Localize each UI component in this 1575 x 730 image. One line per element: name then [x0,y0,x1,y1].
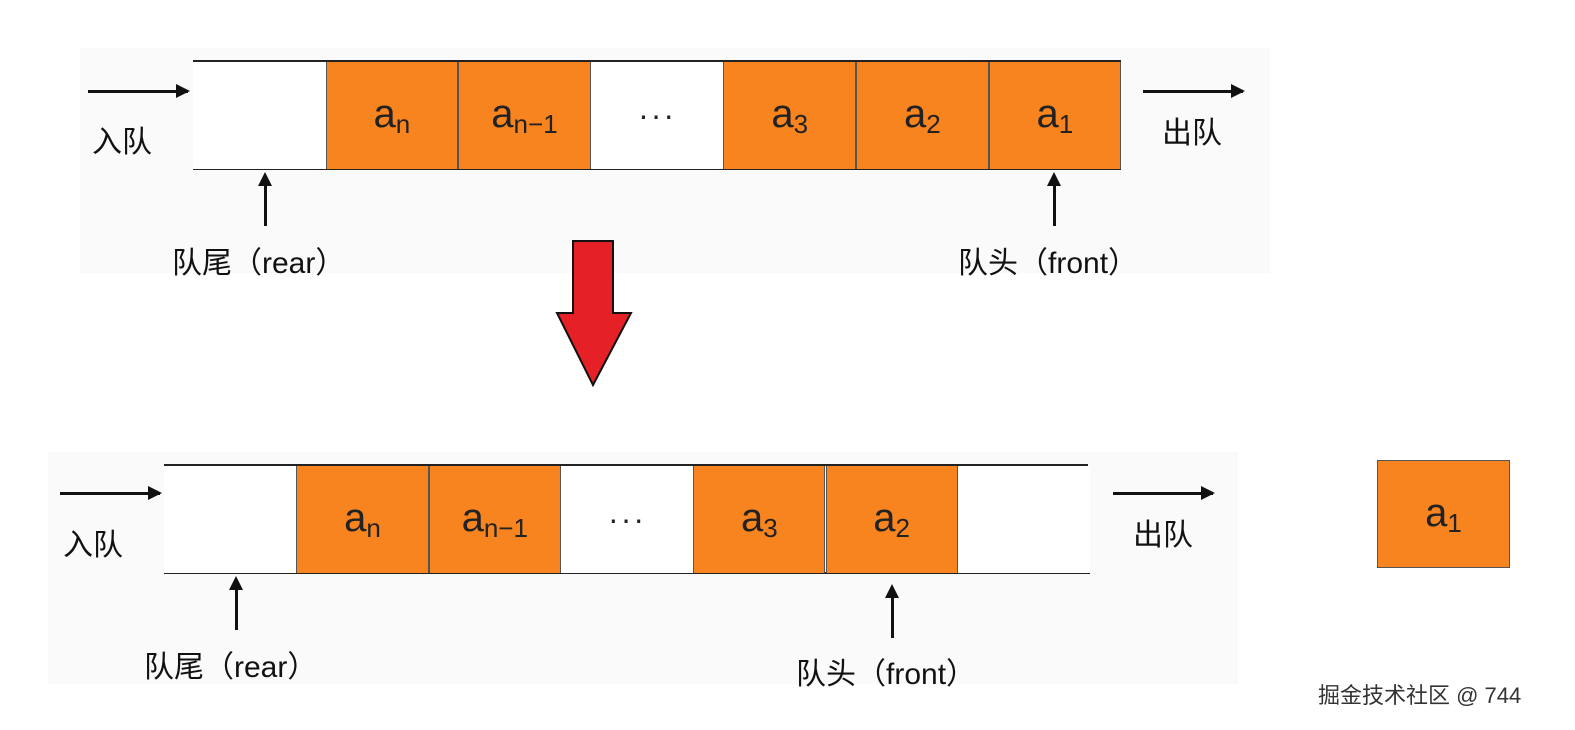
bottom-front-pointer-arrow [885,584,899,638]
top-queue-cell: a1 [988,62,1122,169]
top-queue-cell-symbol: an−1 [491,92,558,139]
top-queue-ellipsis: ··· [638,97,677,133]
bottom-queue-cell: an−1 [428,466,561,573]
top-enqueue-arrow [88,84,190,98]
watermark: 掘金技术社区 @ 744 [1318,683,1522,708]
top-rear-label: 队尾（rear） [172,247,346,280]
bottom-rear-pointer-arrow [229,576,243,630]
bottom-rear-label: 队尾（rear） [144,651,318,684]
bottom-queue-ellipsis: ··· [608,501,647,537]
bottom-enqueue-arrow [60,486,162,500]
top-queue-cell: ··· [590,62,724,169]
top-queue-cell: an−1 [458,62,591,169]
top-front-pointer-arrow [1047,172,1061,226]
top-dequeue-arrow [1143,84,1245,98]
bottom-dequeue-label: 出队 [1133,519,1193,552]
top-queue-cell [193,62,326,169]
top-rear-pointer-arrow [258,172,272,226]
transition-down-arrow-icon [555,240,633,388]
bottom-dequeue-arrow [1113,486,1215,500]
top-queue-cell: an [325,62,459,169]
top-queue-cell-symbol: a2 [903,92,941,139]
top-queue-cell: a3 [723,62,856,169]
top-dequeue-label: 出队 [1162,117,1222,150]
bottom-queue-bottom-border [164,572,1090,574]
bottom-queue-cell: a2 [825,466,958,573]
bottom-queue-cell-symbol: an−1 [461,496,528,543]
bottom-queue-top-border [164,464,1088,466]
top-queue-cell-symbol: a1 [1036,92,1074,139]
top-queue-cell: a2 [856,62,989,169]
dequeued-element-a1: a1 [1377,460,1510,568]
top-queue-cell-symbol: a3 [771,92,809,139]
top-queue-cell-symbol: an [373,92,411,139]
top-front-label: 队头（front） [958,247,1139,280]
bottom-front-label: 队头（front） [796,658,977,691]
bottom-queue-cell [957,466,1091,573]
top-queue-top-border [193,60,1121,62]
bottom-queue-cell-symbol: a3 [740,496,778,543]
bottom-queue-cell-symbol: an [344,496,381,543]
top-queue-bottom-border [193,168,1121,170]
bottom-queue-cell: ··· [560,466,694,573]
bottom-queue-cell [164,466,297,573]
top-enqueue-label: 入队 [92,126,152,159]
bottom-queue-cell: a3 [693,466,826,573]
bottom-enqueue-label: 入队 [63,529,123,562]
bottom-queue-cell-symbol: a2 [873,496,910,543]
bottom-queue-cell: an [296,466,429,573]
